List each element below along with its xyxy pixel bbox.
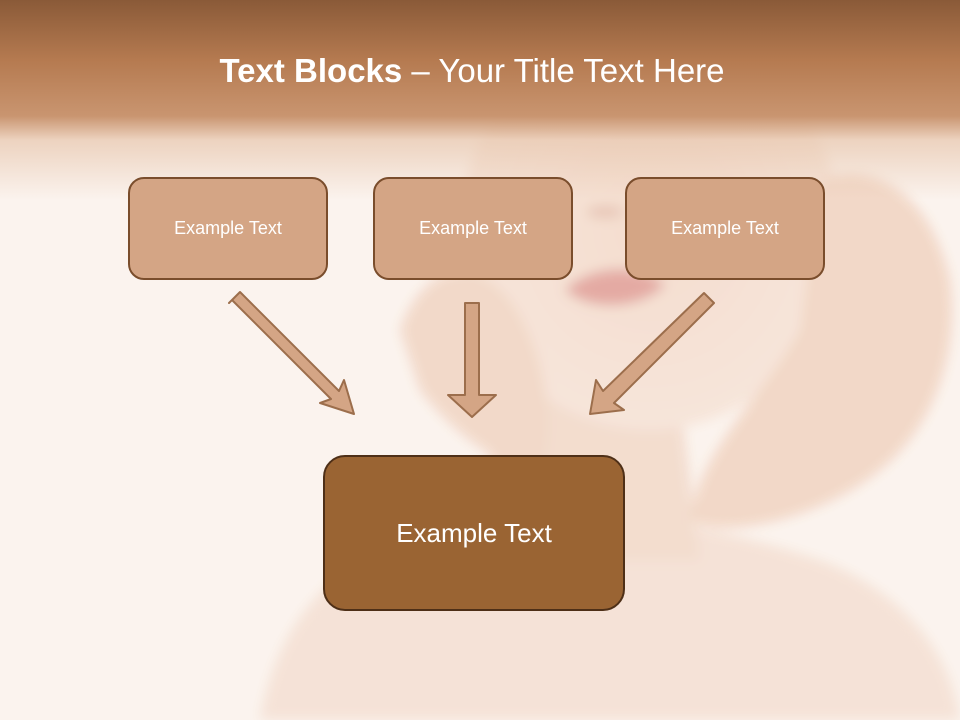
text-block-top-center[interactable]: Example Text xyxy=(373,177,573,280)
arrow-center-vertical xyxy=(447,302,497,418)
arrow-left-diagonal xyxy=(228,291,355,415)
title-band xyxy=(0,0,960,200)
arrow-right-diagonal xyxy=(589,292,715,415)
slide-title: Text Blocks – Your Title Text Here xyxy=(0,52,944,90)
title-rest: Your Title Text Here xyxy=(438,52,725,89)
title-bold-part: Text Blocks xyxy=(219,52,403,89)
text-block-top-left[interactable]: Example Text xyxy=(128,177,328,280)
text-block-bottom[interactable]: Example Text xyxy=(323,455,625,611)
title-dash: – xyxy=(402,52,439,89)
text-block-top-right[interactable]: Example Text xyxy=(625,177,825,280)
